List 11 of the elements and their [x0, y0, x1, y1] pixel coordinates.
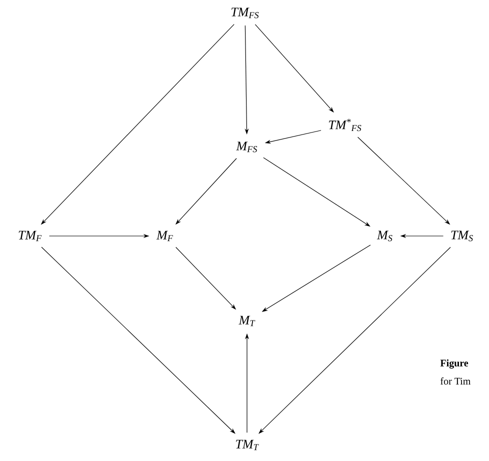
math-label: TM$_{T}$ [236, 440, 259, 450]
math-label: TM$_{F}$ [18, 230, 42, 242]
caption-text: for Tim [440, 377, 471, 385]
math-label: M$_{F}$ [156, 230, 174, 242]
math-label: TM$^{*}$FS [329, 118, 362, 132]
math-label: M$_{T}$ [238, 316, 256, 326]
math-label: M$_{FS}$ [236, 142, 258, 152]
math-label: M$_{S}$ [376, 230, 392, 242]
math-label: TM$_{FS}$ [232, 8, 259, 18]
caption-text: Figure [440, 359, 468, 369]
math-label: TM$_{S}$ [451, 230, 473, 242]
